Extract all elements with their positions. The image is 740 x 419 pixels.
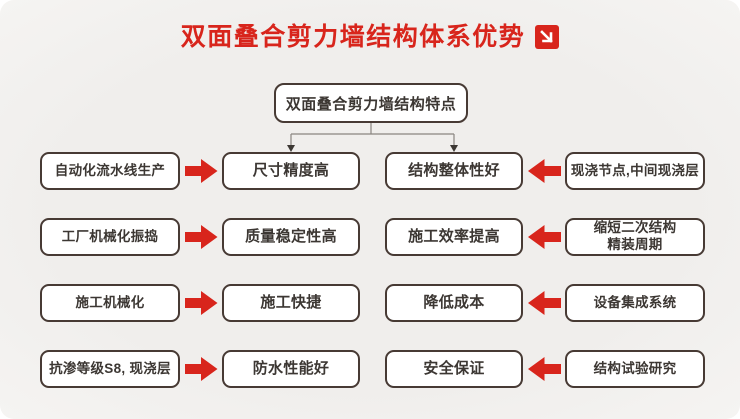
node-label: 安全保证 <box>423 359 485 377</box>
diagram-rows: 自动化流水线生产 尺寸精度高 结构整体性好 现浇节点,中间现浇层 工厂机械化振捣… <box>40 152 705 388</box>
connector-arrowhead-left <box>287 145 295 152</box>
red-arrow-left-icon <box>528 225 561 250</box>
node-right-source-1: 现浇节点,中间现浇层 <box>565 152 705 190</box>
node-label: 缩短二次结构 精装周期 <box>593 220 677 252</box>
node-label: 工厂机械化振捣 <box>61 228 159 244</box>
title-bar: 双面叠合剪力墙结构体系优势 <box>0 22 740 52</box>
node-label: 自动化流水线生产 <box>54 162 166 178</box>
connector-arrowhead-right <box>450 145 458 152</box>
red-arrow-left-icon <box>528 291 561 316</box>
arrow-cell <box>180 284 222 322</box>
node-label: 施工机械化 <box>75 294 145 310</box>
red-arrow-right-icon <box>184 159 218 183</box>
node-left-feature-2: 质量稳定性高 <box>222 218 360 256</box>
node-label: 现浇节点,中间现浇层 <box>570 162 700 178</box>
node-label: 施工快捷 <box>260 293 322 311</box>
arrow-cell <box>523 152 565 190</box>
node-left-feature-3: 施工快捷 <box>222 284 360 322</box>
root-node-label: 双面叠合剪力墙结构特点 <box>285 95 457 113</box>
red-arrow-right-icon <box>184 357 218 381</box>
column-gap <box>360 152 385 190</box>
page-title: 双面叠合剪力墙结构体系优势 <box>180 23 526 51</box>
column-gap <box>360 284 385 322</box>
node-label: 结构试验研究 <box>593 360 677 376</box>
arrow-cell <box>180 218 222 256</box>
node-right-feature-3: 降低成本 <box>385 284 523 322</box>
node-left-source-1: 自动化流水线生产 <box>40 152 180 190</box>
node-label: 结构整体性好 <box>408 161 500 179</box>
red-arrow-right-icon <box>184 291 218 315</box>
node-right-source-2: 缩短二次结构 精装周期 <box>565 218 705 256</box>
red-arrow-right-icon <box>184 225 218 249</box>
arrow-cell <box>180 350 222 388</box>
arrow-cell <box>523 218 565 256</box>
node-right-feature-1: 结构整体性好 <box>385 152 523 190</box>
node-label: 抗渗等级S8, 现浇层 <box>49 360 171 376</box>
node-label: 防水性能好 <box>252 359 330 377</box>
node-left-feature-4: 防水性能好 <box>222 350 360 388</box>
node-label: 降低成本 <box>423 293 485 311</box>
node-right-source-4: 结构试验研究 <box>565 350 705 388</box>
red-arrow-left-icon <box>528 357 561 382</box>
root-node: 双面叠合剪力墙结构特点 <box>274 83 468 123</box>
arrow-cell <box>523 284 565 322</box>
node-left-feature-1: 尺寸精度高 <box>222 152 360 190</box>
column-gap <box>360 218 385 256</box>
node-label: 质量稳定性高 <box>245 227 337 245</box>
node-label: 施工效率提高 <box>408 227 500 245</box>
node-right-feature-4: 安全保证 <box>385 350 523 388</box>
arrow-cell <box>523 350 565 388</box>
arrow-down-right-icon <box>535 25 560 49</box>
node-label: 尺寸精度高 <box>252 161 330 179</box>
node-left-source-2: 工厂机械化振捣 <box>40 218 180 256</box>
red-arrow-left-icon <box>528 159 561 184</box>
node-right-source-3: 设备集成系统 <box>565 284 705 322</box>
node-left-source-4: 抗渗等级S8, 现浇层 <box>40 350 180 388</box>
node-right-feature-2: 施工效率提高 <box>385 218 523 256</box>
arrow-cell <box>180 152 222 190</box>
column-gap <box>360 350 385 388</box>
node-left-source-3: 施工机械化 <box>40 284 180 322</box>
node-label: 设备集成系统 <box>593 294 677 310</box>
